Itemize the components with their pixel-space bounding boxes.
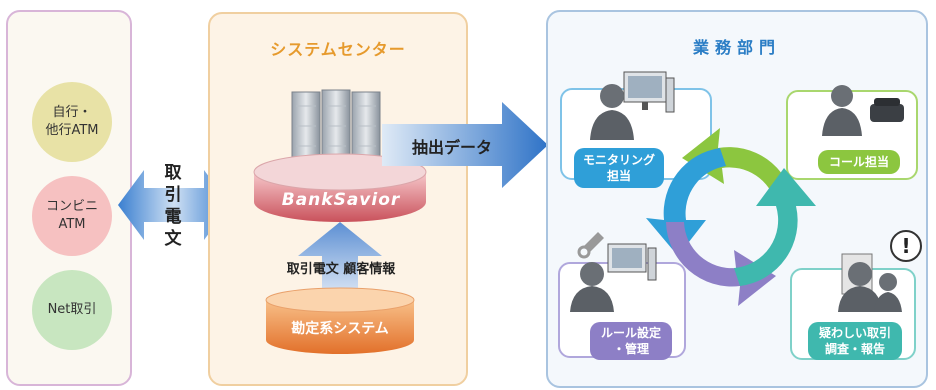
role-investigation: 疑わしい取引 調査・報告 xyxy=(808,322,902,360)
banksavior-brand: BankSavior xyxy=(281,190,401,210)
tools-icon xyxy=(570,232,657,312)
convenience-atm-circle: コンビニ ATM xyxy=(32,176,112,256)
net-transaction-circle: Net取引 xyxy=(32,270,112,350)
upward-data-arrow xyxy=(298,222,382,302)
person-phone-icon xyxy=(822,85,904,136)
channel-panel: 自行・ 他行ATM コンビニ ATM Net取引 xyxy=(6,10,132,386)
cycle-arrows-icon xyxy=(646,128,816,306)
warning-icon: ! xyxy=(838,230,922,312)
core-banking-cylinder xyxy=(265,287,415,354)
role-call: コール担当 xyxy=(818,150,900,174)
transaction-double-arrow xyxy=(118,170,230,240)
svg-text:!: ! xyxy=(901,234,910,258)
atm-own-other-circle: 自行・ 他行ATM xyxy=(32,82,112,162)
extract-data-arrow xyxy=(382,102,548,188)
person-pc-icon xyxy=(590,71,675,140)
role-monitoring: モニタリング 担当 xyxy=(574,148,664,188)
transaction-message-label: 取 引 電 文 xyxy=(164,163,182,250)
core-system-label: 勘定系システム xyxy=(291,321,389,337)
system-center-title: システムセンター xyxy=(270,40,406,59)
role-rule-setting: ルール設定 ・管理 xyxy=(590,322,672,360)
business-dept-title: 業務部門 xyxy=(692,38,781,57)
extract-data-label: 抽出データ xyxy=(412,138,493,157)
customer-info-label: 取引電文 顧客情報 xyxy=(286,262,396,277)
